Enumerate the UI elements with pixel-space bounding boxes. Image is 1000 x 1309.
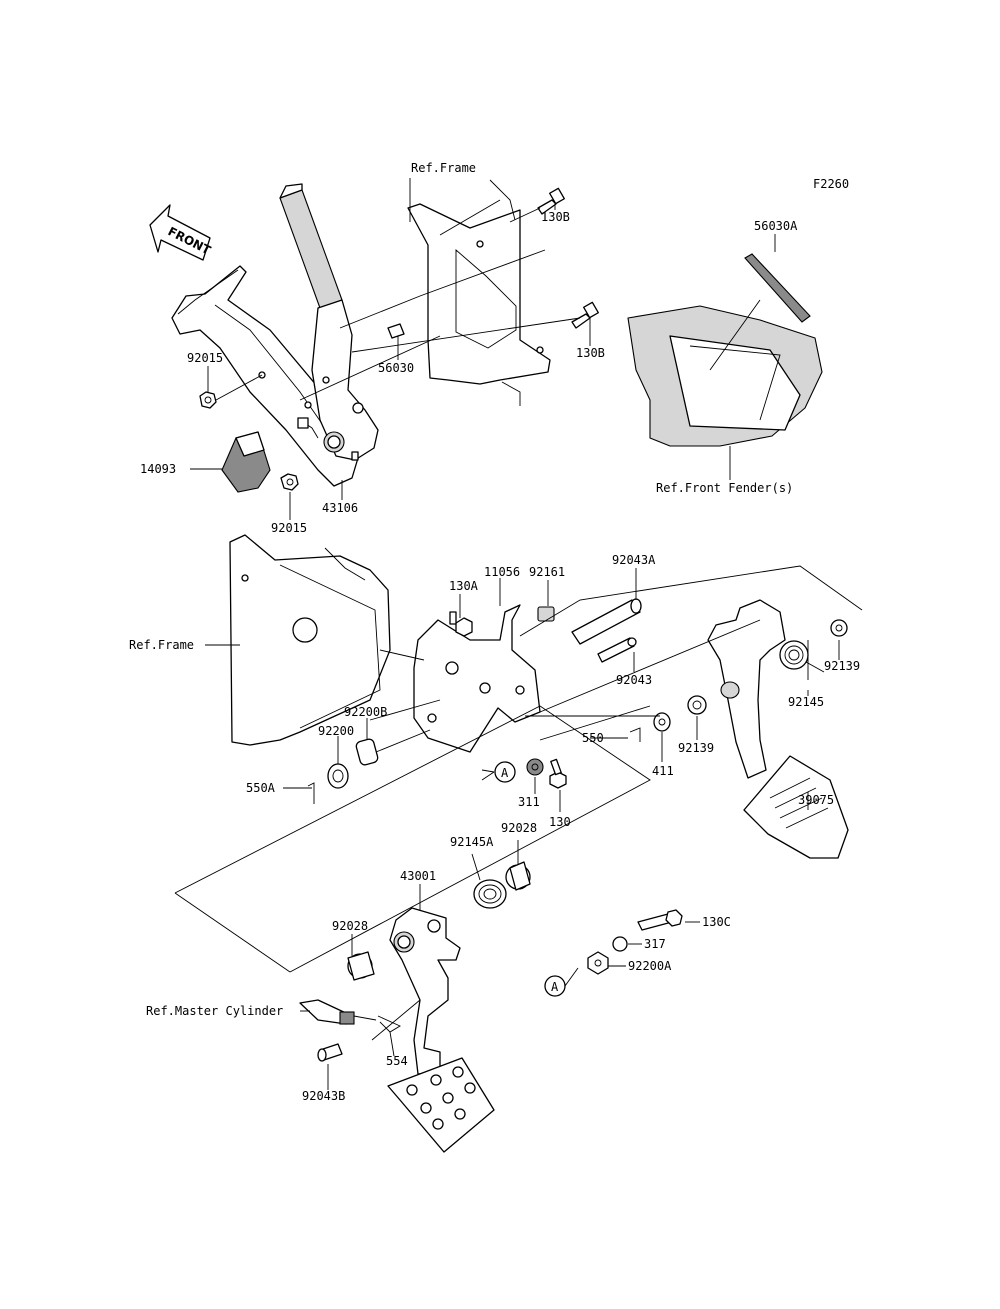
spring-92145 (779, 640, 825, 673)
label-56030A: 56030A (754, 219, 798, 233)
label-130: 130 (549, 815, 571, 829)
pedal-bracket-11056 (413, 604, 541, 753)
callout-A-lower: A (544, 975, 566, 997)
label-92015-upper: 92015 (187, 351, 223, 365)
label-92139-left: 92139 (678, 741, 714, 755)
label-ref-front-fender: Ref.Front Fender(s) (656, 481, 793, 495)
label-92200B: 92200B (344, 705, 387, 719)
washer-411 (653, 712, 671, 732)
label-92161: 92161 (529, 565, 565, 579)
label-92028-upper: 92028 (501, 821, 537, 835)
callout-A-middle: A (481, 761, 516, 783)
cotter-pin-550 (629, 727, 641, 742)
pin-92043B (317, 1043, 343, 1062)
washer-92200 (327, 763, 349, 789)
label-92028-lower: 92028 (332, 919, 368, 933)
label-92043A: 92043A (612, 553, 656, 567)
label-130C: 130C (702, 915, 731, 929)
nut-92015-lower (280, 473, 299, 491)
figure-code: F2260 (813, 177, 849, 191)
label-43106: 43106 (322, 501, 358, 515)
nut-92015-upper (199, 391, 217, 409)
nut-92200A (587, 951, 609, 975)
accelerator-pedal-39075 (707, 599, 849, 859)
label-92043B: 92043B (302, 1089, 345, 1103)
label-11056: 11056 (484, 565, 520, 579)
label-43001: 43001 (400, 869, 436, 883)
washer-92139-right (830, 619, 848, 637)
label-311: 311 (518, 795, 540, 809)
label-92139-right: 92139 (824, 659, 860, 673)
label-ref-frame-middle: Ref.Frame (129, 638, 194, 652)
part-labels: Ref.Frame 130B 130B 56030A 56030 92015 1… (129, 161, 860, 1103)
label-92145: 92145 (788, 695, 824, 709)
label-411: 411 (652, 764, 674, 778)
label-92015-lower: 92015 (271, 521, 307, 535)
label-130B-upper: 130B (541, 210, 570, 224)
label-92200: 92200 (318, 724, 354, 738)
brake-pedal-43001 (387, 907, 495, 1153)
washer-317 (612, 936, 628, 952)
washer-92139-left (687, 695, 707, 715)
nut-311 (526, 758, 544, 776)
label-ref-master-cylinder: Ref.Master Cylinder (146, 1004, 283, 1018)
front-arrow-icon: FRONT (149, 204, 214, 261)
pin-92043A (571, 598, 642, 645)
frame-middle (229, 534, 391, 746)
pin-92043 (597, 637, 637, 663)
label-56030: 56030 (378, 361, 414, 375)
label-92200A: 92200A (628, 959, 672, 973)
bolt-130C (637, 909, 683, 931)
label-14093: 14093 (140, 462, 176, 476)
label-317: 317 (644, 937, 666, 951)
bolt-130A (449, 611, 473, 637)
pedal-pad-holes (406, 1066, 476, 1130)
collar-92200B (355, 738, 379, 766)
bolt-130B-lower (571, 301, 599, 329)
label-130B-lower: 130B (576, 346, 605, 360)
label-39075: 39075 (798, 793, 834, 807)
bolt-130 (549, 758, 567, 789)
clevis-assembly (299, 999, 377, 1025)
leader-lines (174, 178, 863, 1090)
bolt-130B-upper (537, 187, 565, 215)
pad-92161 (537, 606, 555, 622)
switch-14093 (221, 417, 319, 493)
clip-554 (377, 1015, 401, 1033)
svg-text:A: A (551, 980, 559, 994)
label-ref-frame-top: Ref.Frame (411, 161, 476, 175)
label-92043: 92043 (616, 673, 652, 687)
svg-text:A: A (501, 766, 509, 780)
bushing-92028-lower (347, 951, 375, 981)
label-550: 550 (582, 731, 604, 745)
clip-56030 (387, 323, 405, 339)
spring-92145A (473, 879, 507, 909)
pin-550A (307, 782, 315, 804)
frame-upper (407, 179, 551, 406)
bushing-92028-upper (505, 861, 531, 891)
label-554: 554 (386, 1054, 408, 1068)
front-fender-ref (627, 253, 823, 447)
parking-brake-lever (279, 183, 379, 461)
label-550A: 550A (246, 781, 276, 795)
label-130A: 130A (449, 579, 479, 593)
label-92145A: 92145A (450, 835, 494, 849)
